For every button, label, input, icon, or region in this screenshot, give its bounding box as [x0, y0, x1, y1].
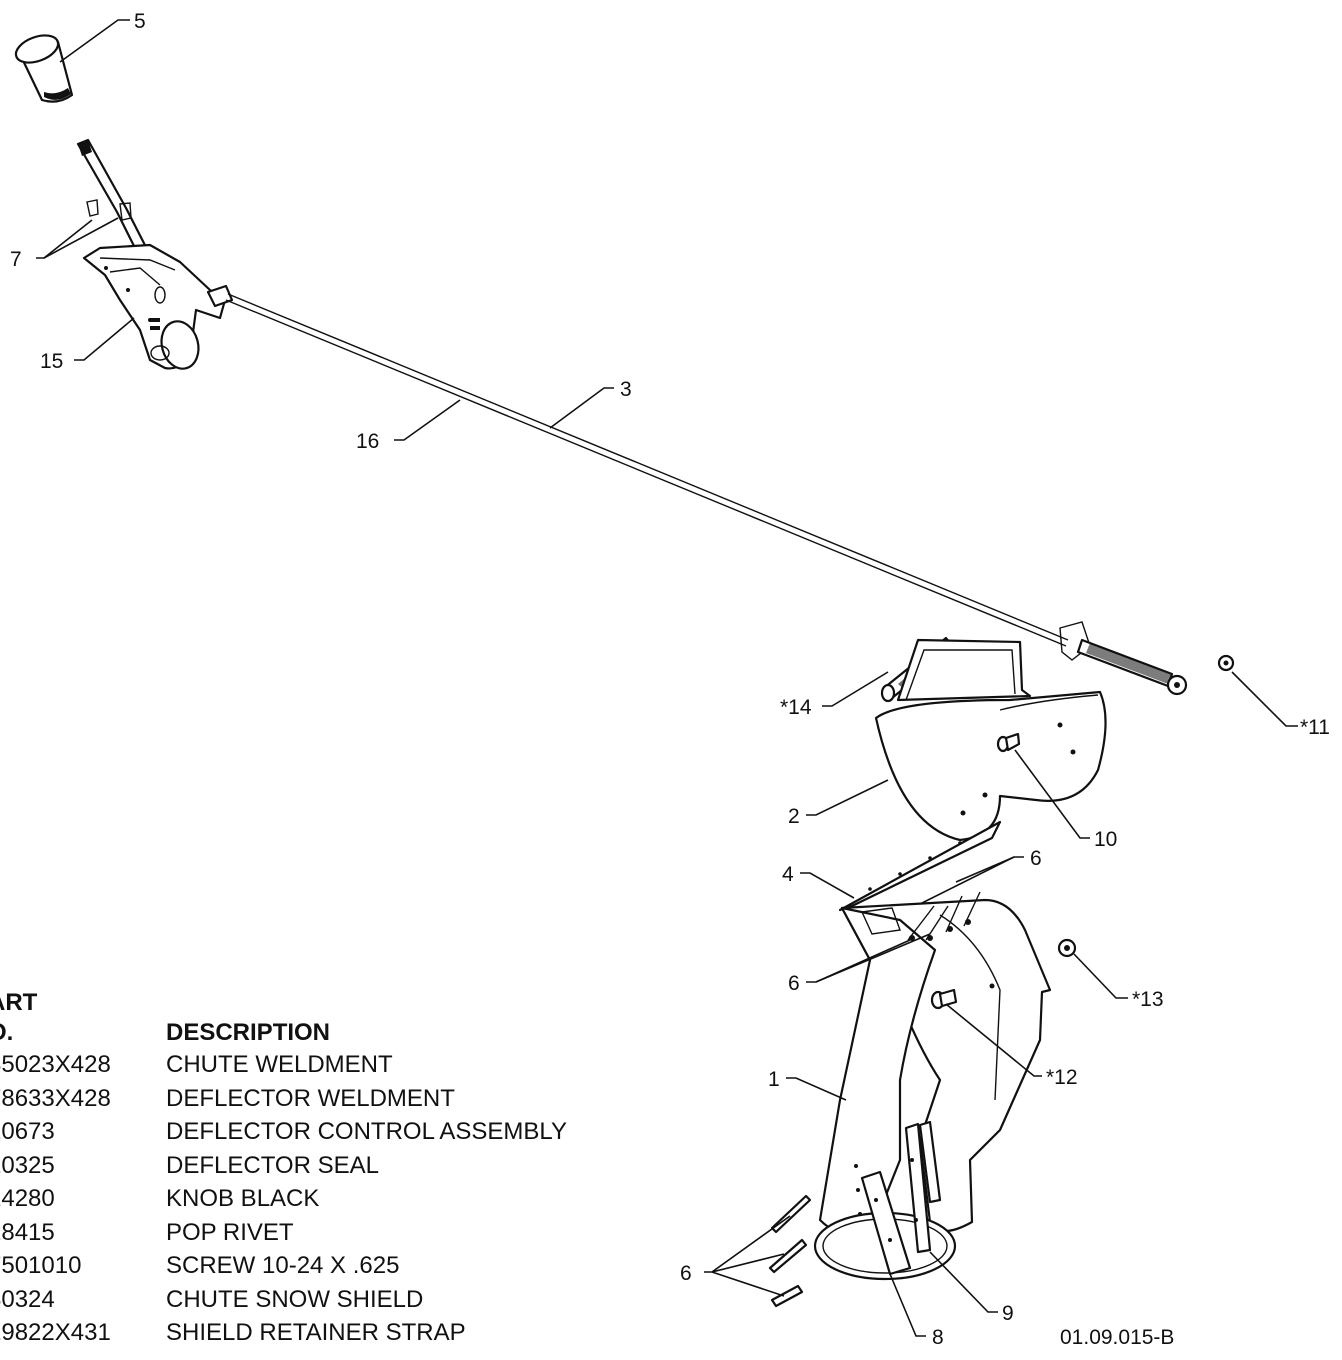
- part-number-cell: 7501010: [0, 1252, 82, 1279]
- part-number-cell: 14280: [0, 1185, 55, 1212]
- table-row: 35023X428 CHUTE WELDMENT: [0, 1048, 567, 1082]
- part-number-cell: 20325: [0, 1151, 55, 1179]
- part-number-header: ART O.: [0, 988, 166, 1048]
- description-cell: KNOB BLACK: [166, 1185, 320, 1212]
- parts-list-table: ART O. DESCRIPTION 35023X428 CHUTE WELDM…: [0, 984, 567, 1350]
- callout-labels: 5 7 15 16 3 *14 *11 2 10 4 6 6 *13 *12 1…: [10, 10, 1330, 1349]
- part-number-cell: 30324: [0, 1285, 55, 1313]
- parts-table-header: ART O. DESCRIPTION: [0, 984, 567, 1048]
- drawing-id: 01.09.015-B: [1060, 1326, 1174, 1349]
- callout-2: 2: [788, 805, 800, 828]
- knob-part: [14, 34, 74, 103]
- callout-10: 10: [1094, 828, 1117, 851]
- description-cell: SCREW 10-24 X .625: [166, 1252, 400, 1279]
- control-rod-part: [225, 293, 1188, 696]
- part-number-cell: 78633X428: [0, 1084, 111, 1112]
- table-row: 7501010 SCREW 10-24 X .625: [0, 1249, 567, 1283]
- callout-6-upper: 6: [1030, 847, 1042, 870]
- callout-3: 3: [620, 378, 632, 401]
- table-row: 14280 KNOB BLACK: [0, 1182, 567, 1216]
- callout-11: *11: [1300, 716, 1330, 739]
- part-number-header-line1: ART: [0, 989, 38, 1016]
- part-number-header-line2: O.: [0, 1019, 14, 1046]
- callout-14: *14: [780, 696, 812, 719]
- description-header: DESCRIPTION: [166, 1019, 331, 1046]
- callout-15: 15: [40, 350, 63, 373]
- description-cell: DEFLECTOR CONTROL ASSEMBLY: [166, 1118, 567, 1145]
- screw-12-part: [930, 988, 958, 1010]
- callout-4: 4: [782, 863, 794, 886]
- table-row: 78633X428 DEFLECTOR WELDMENT: [0, 1082, 567, 1116]
- snow-shield-part: [860, 1170, 912, 1276]
- nut-11-part: [1217, 654, 1235, 672]
- nut-13-part: [1057, 938, 1077, 958]
- chute-part: [813, 891, 1052, 1281]
- description-cell: CHUTE WELDMENT: [166, 1051, 393, 1078]
- part-number-cell: 28415: [0, 1218, 55, 1246]
- table-row: 28415 POP RIVET: [0, 1216, 567, 1250]
- part-number-cell: 19822X431: [0, 1319, 111, 1346]
- description-cell: CHUTE SNOW SHIELD: [166, 1285, 424, 1313]
- callout-5: 5: [134, 10, 146, 33]
- callout-16: 16: [356, 430, 379, 453]
- part-number-cell: 35023X428: [0, 1051, 111, 1078]
- callout-1: 1: [768, 1068, 780, 1091]
- callout-13: *13: [1132, 988, 1164, 1011]
- table-row: 30324 CHUTE SNOW SHIELD: [0, 1283, 567, 1317]
- callout-12: *12: [1046, 1066, 1078, 1089]
- retainer-strap-part: [904, 1120, 942, 1254]
- callout-8: 8: [932, 1326, 944, 1349]
- control-assembly-part: [76, 138, 234, 370]
- deflector-seal-part: [838, 820, 1002, 912]
- description-cell: DEFLECTOR SEAL: [166, 1151, 379, 1179]
- part-number-cell: 20673: [0, 1118, 55, 1145]
- screws-lower-part: [768, 1194, 812, 1308]
- table-row: 20325 DEFLECTOR SEAL: [0, 1149, 567, 1183]
- deflector-part: [874, 638, 1107, 842]
- table-row: 19822X431 SHIELD RETAINER STRAP: [0, 1316, 567, 1350]
- callout-7: 7: [10, 248, 22, 271]
- callout-6-middle: 6: [788, 972, 800, 995]
- leader-lines: [36, 19, 1298, 1337]
- description-cell: DEFLECTOR WELDMENT: [166, 1084, 455, 1112]
- description-cell: POP RIVET: [166, 1218, 294, 1246]
- callout-9: 9: [1002, 1302, 1014, 1325]
- callout-6-lower: 6: [680, 1262, 692, 1285]
- description-cell: SHIELD RETAINER STRAP: [166, 1319, 466, 1346]
- table-row: 20673 DEFLECTOR CONTROL ASSEMBLY: [0, 1115, 567, 1149]
